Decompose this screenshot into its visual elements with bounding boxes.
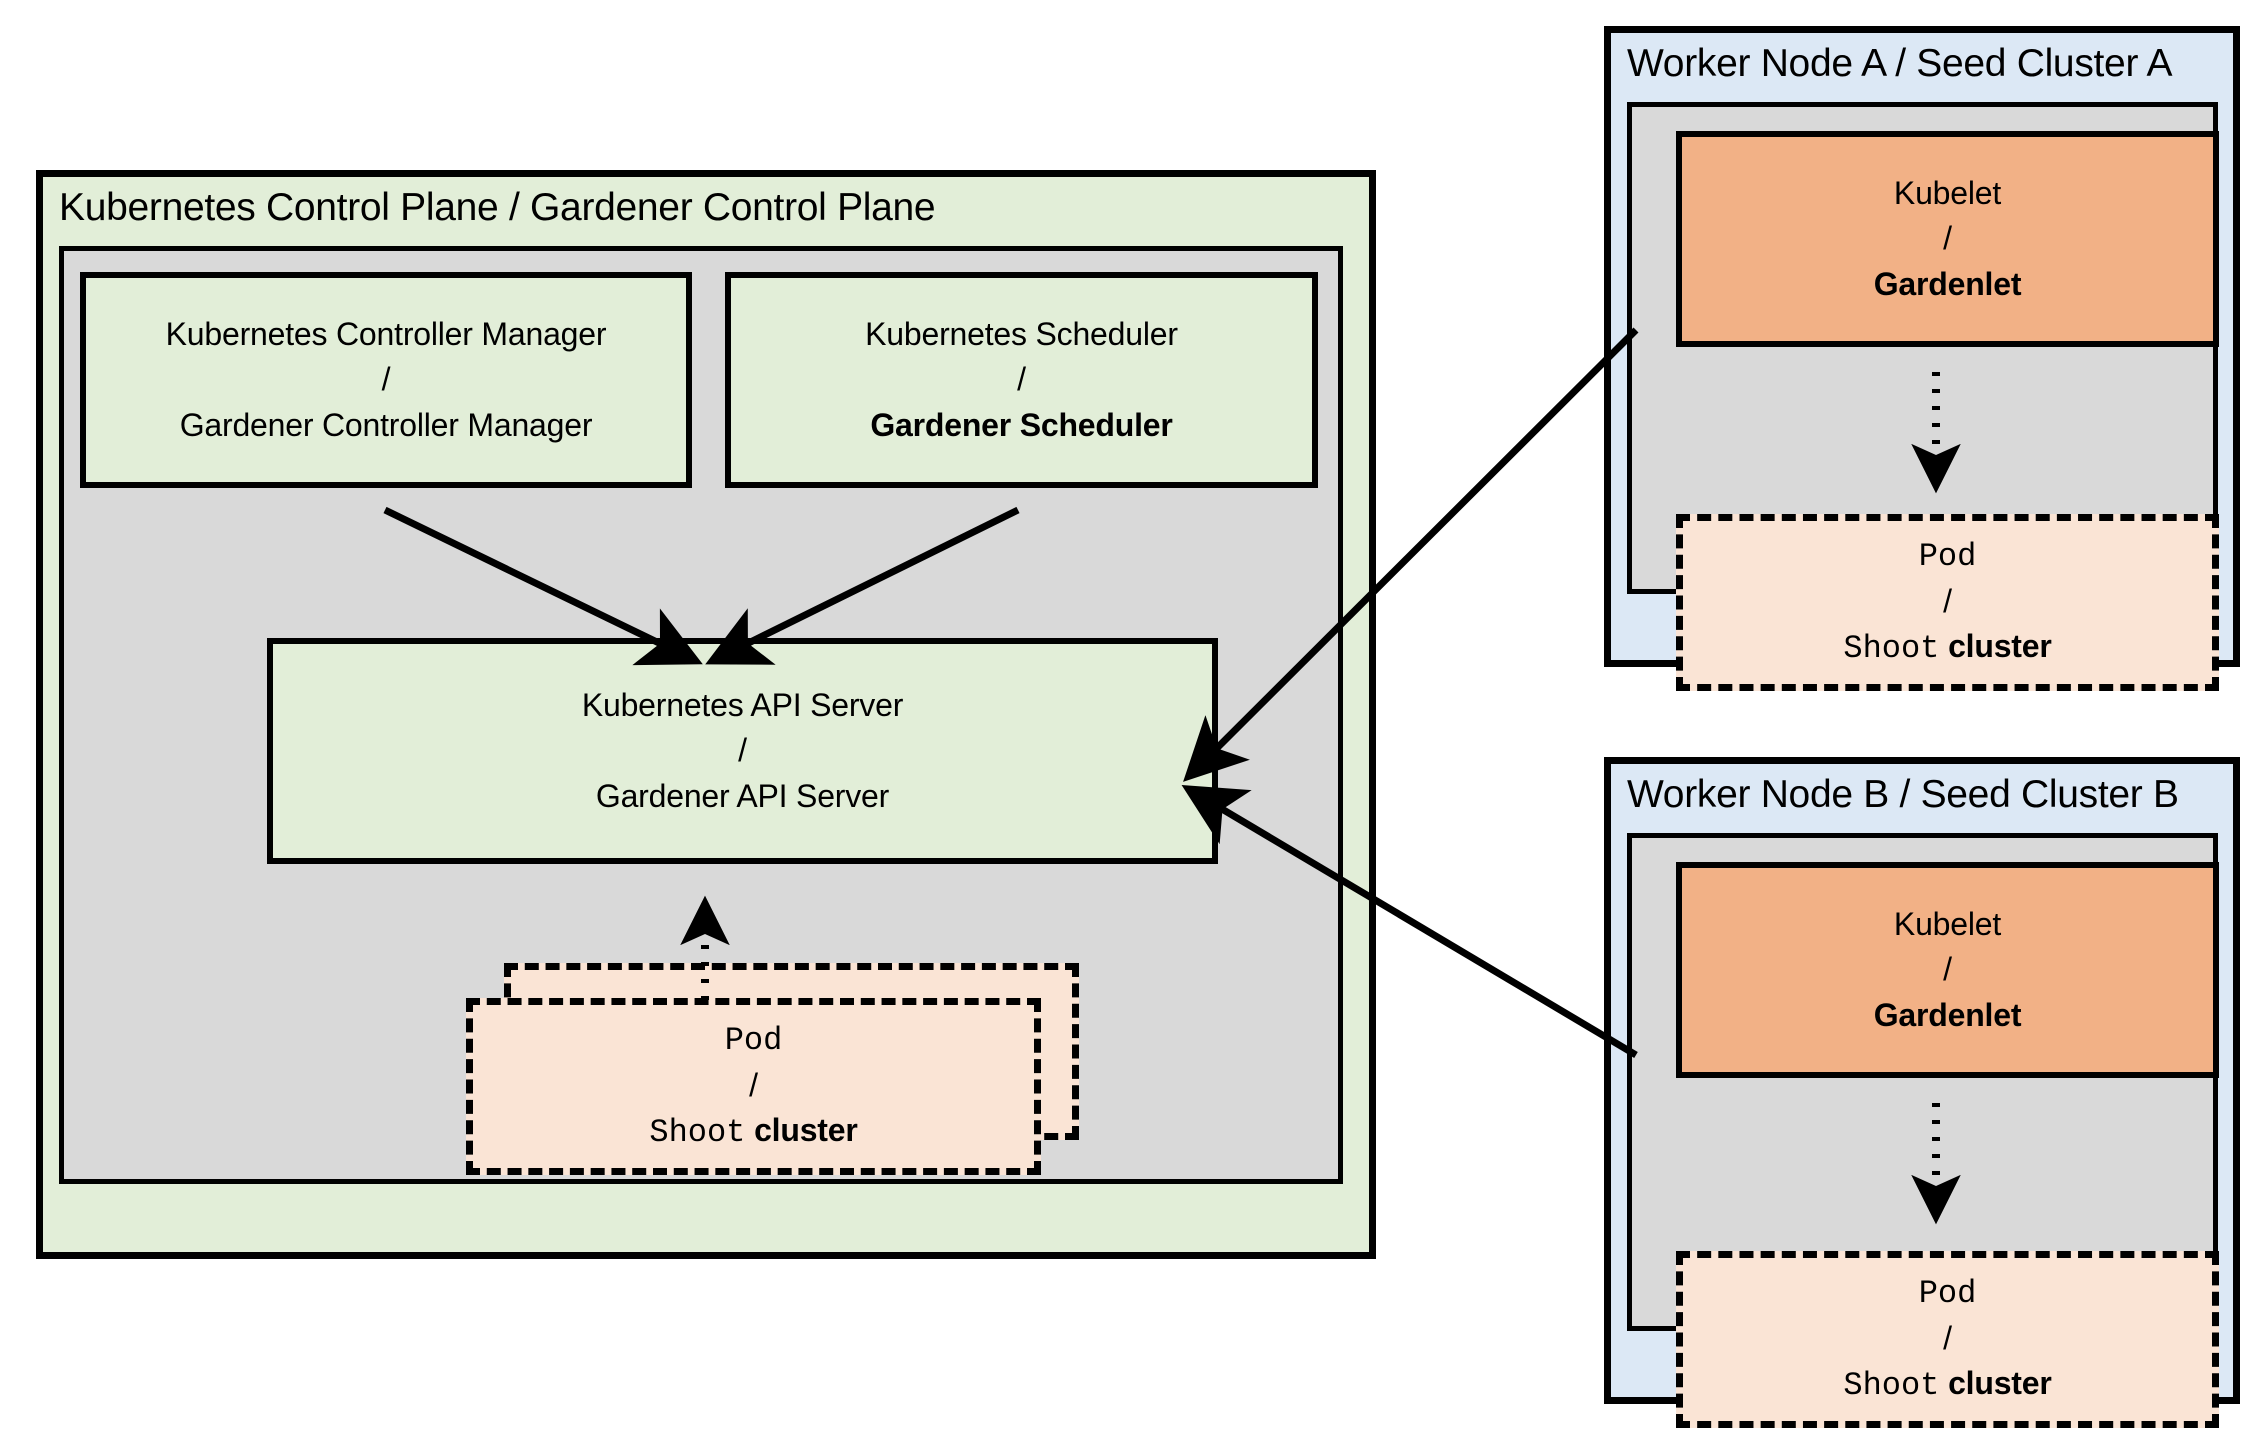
- kubernetes-api-server-box[interactable]: Kubernetes API Server / Gardener API Ser…: [267, 638, 1218, 864]
- worker-node-b-agent-line-1: Kubelet: [1893, 905, 2002, 942]
- worker-node-b-agent-line-2: Gardenlet: [1873, 996, 2022, 1033]
- worker-node-a-pod-line-1: Pod: [1918, 537, 1977, 575]
- worker-node-b-pod-line-2: Shoot cluster: [1683, 1361, 2212, 1408]
- worker-node-a-agent-separator: /: [1943, 220, 1952, 257]
- worker-node-a-pod-label: Pod / Shoot cluster: [1683, 533, 2212, 671]
- worker-node-b-pod-line-1: Pod: [1918, 1274, 1977, 1312]
- controller-manager-line-1: Kubernetes Controller Manager: [165, 315, 607, 352]
- control-plane-pod-separator: /: [749, 1066, 758, 1103]
- worker-node-a-agent-line-2: Gardenlet: [1873, 265, 2022, 302]
- worker-node-b-agent-separator: /: [1943, 951, 1952, 988]
- controller-manager-line-2: Gardener Controller Manager: [179, 406, 593, 443]
- worker-node-a-pod-box[interactable]: Pod / Shoot cluster: [1676, 514, 2219, 691]
- worker-node-b-inner-panel: Kubelet / Gardenlet Pod / Shoot cluster: [1627, 833, 2219, 1428]
- worker-node-b-pod-separator: /: [1943, 1319, 1952, 1356]
- worker-node-b-kubelet-gardenlet-box[interactable]: Kubelet / Gardenlet: [1676, 862, 2219, 1078]
- controller-manager-separator: /: [381, 361, 391, 398]
- kubernetes-scheduler-box[interactable]: Kubernetes Scheduler / Gardener Schedule…: [725, 272, 1318, 488]
- api-server-line-1: Kubernetes API Server: [581, 686, 904, 723]
- scheduler-separator: /: [1017, 361, 1026, 398]
- scheduler-line-1: Kubernetes Scheduler: [865, 315, 1178, 352]
- worker-node-a-pod-separator: /: [1943, 582, 1952, 619]
- worker-node-a-inner-panel: Kubelet / Gardenlet Pod / Shoot cluster: [1627, 102, 2219, 691]
- worker-node-b-container: Worker Node B / Seed Cluster B Kubelet /…: [1604, 757, 2240, 1428]
- scheduler-label: Kubernetes Scheduler / Gardener Schedule…: [731, 312, 1312, 448]
- control-plane-container: Kubernetes Control Plane / Gardener Cont…: [36, 170, 1376, 1259]
- worker-node-a-pod-cluster-word: cluster: [1948, 628, 2052, 665]
- control-plane-pod-line-2: Shoot cluster: [473, 1108, 1034, 1155]
- control-plane-pod-cluster-word: cluster: [754, 1112, 858, 1149]
- worker-node-a-container: Worker Node A / Seed Cluster A Kubelet /…: [1604, 26, 2240, 691]
- worker-node-a-kubelet-gardenlet-box[interactable]: Kubelet / Gardenlet: [1676, 131, 2219, 347]
- api-server-label: Kubernetes API Server / Gardener API Ser…: [273, 683, 1212, 819]
- worker-node-a-agent-label: Kubelet / Gardenlet: [1682, 171, 2213, 307]
- control-plane-pod-box[interactable]: Pod / Shoot cluster: [466, 998, 1041, 1175]
- api-server-separator: /: [738, 732, 747, 769]
- worker-node-b-pod-label: Pod / Shoot cluster: [1683, 1270, 2212, 1408]
- worker-node-b-pod-shoot-word: Shoot: [1843, 1367, 1940, 1405]
- kubernetes-controller-manager-box[interactable]: Kubernetes Controller Manager / Gardener…: [80, 272, 692, 488]
- scheduler-line-2: Gardener Scheduler: [870, 406, 1173, 443]
- worker-node-b-agent-label: Kubelet / Gardenlet: [1682, 902, 2213, 1038]
- control-plane-title: Kubernetes Control Plane / Gardener Cont…: [59, 186, 936, 229]
- worker-node-a-pod-line-2: Shoot cluster: [1683, 624, 2212, 671]
- worker-node-b-pod-cluster-word: cluster: [1948, 1365, 2052, 1402]
- worker-node-b-title: Worker Node B / Seed Cluster B: [1627, 773, 2179, 816]
- worker-node-a-agent-line-1: Kubelet: [1893, 174, 2002, 211]
- control-plane-pod-line-1: Pod: [724, 1021, 783, 1059]
- control-plane-inner-panel: Kubernetes Controller Manager / Gardener…: [59, 246, 1343, 1184]
- worker-node-a-pod-shoot-word: Shoot: [1843, 630, 1940, 668]
- worker-node-a-title: Worker Node A / Seed Cluster A: [1627, 42, 2173, 85]
- control-plane-pod-label: Pod / Shoot cluster: [473, 1017, 1034, 1155]
- worker-node-b-pod-box[interactable]: Pod / Shoot cluster: [1676, 1251, 2219, 1428]
- controller-manager-label: Kubernetes Controller Manager / Gardener…: [86, 312, 686, 448]
- api-server-line-2: Gardener API Server: [595, 777, 890, 814]
- control-plane-pod-shoot-word: Shoot: [649, 1114, 746, 1152]
